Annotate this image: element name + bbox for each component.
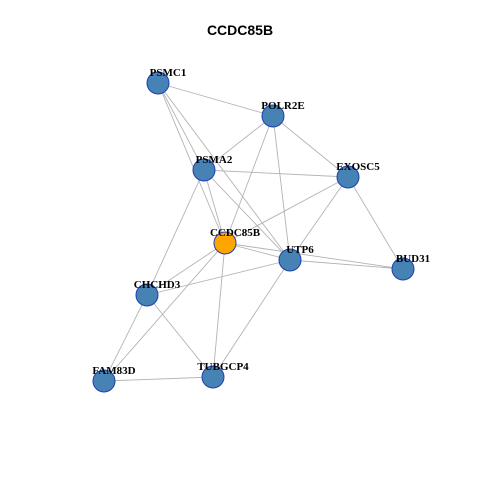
node-bud31[interactable]: BUD31: [391, 253, 430, 281]
edge-exosc5-bud31: [347, 176, 404, 270]
node-circle[interactable]: [201, 365, 225, 389]
edge-utp6-chchd3: [146, 259, 291, 296]
node-circle[interactable]: [336, 165, 360, 189]
node-exosc5[interactable]: EXOSC5: [336, 161, 380, 189]
node-label: PSMA2: [196, 154, 233, 166]
edge-utp6-tubgcp4: [212, 259, 291, 378]
edge-psmc1-psma2: [157, 82, 205, 171]
node-circle[interactable]: [146, 71, 170, 95]
node-circle[interactable]: [135, 283, 159, 307]
node-label: EXOSC5: [336, 161, 380, 173]
node-chchd3[interactable]: CHCHD3: [134, 279, 181, 307]
node-label: BUD31: [396, 253, 430, 265]
node-circle[interactable]: [213, 231, 237, 255]
edge-ccdc85b-tubgcp4: [212, 242, 226, 378]
node-psma2[interactable]: PSMA2: [192, 154, 233, 182]
edge-fam83d-tubgcp4: [103, 376, 214, 382]
edge-polr2e-exosc5: [272, 115, 349, 178]
graph-title: CCDC85B: [206, 22, 274, 38]
edge-psmc1-ccdc85b: [157, 82, 226, 244]
edge-psma2-utp6: [203, 169, 291, 261]
node-psmc1[interactable]: PSMC1: [146, 67, 187, 95]
node-label: FAM83D: [92, 365, 135, 377]
node-label: CCDC85B: [210, 227, 261, 239]
node-label: CHCHD3: [134, 279, 181, 291]
node-circle[interactable]: [391, 257, 415, 281]
node-circle[interactable]: [261, 104, 285, 128]
edge-psma2-exosc5: [203, 169, 349, 178]
edge-polr2e-utp6: [272, 115, 291, 261]
edge-exosc5-ccdc85b: [224, 176, 349, 244]
edge-layer: [103, 82, 404, 382]
edge-chchd3-fam83d: [103, 294, 148, 382]
edge-psmc1-utp6: [157, 82, 291, 261]
edge-utp6-bud31: [289, 259, 404, 270]
node-label: UTP6: [286, 244, 314, 256]
node-circle[interactable]: [192, 158, 216, 182]
edge-ccdc85b-fam83d: [103, 242, 226, 382]
node-polr2e[interactable]: POLR2E: [261, 100, 305, 128]
edge-exosc5-utp6: [289, 176, 349, 261]
node-label: TUBGCP4: [197, 361, 249, 373]
edge-ccdc85b-bud31: [224, 242, 404, 270]
node-circle[interactable]: [92, 369, 116, 393]
edge-polr2e-psma2: [203, 115, 274, 171]
edge-ccdc85b-chchd3: [146, 242, 226, 296]
node-utp6[interactable]: UTP6: [278, 244, 314, 272]
edge-polr2e-ccdc85b: [224, 115, 274, 244]
edge-chchd3-tubgcp4: [146, 294, 214, 378]
node-circle[interactable]: [278, 248, 302, 272]
node-tubgcp4[interactable]: TUBGCP4: [197, 361, 249, 389]
edge-psma2-ccdc85b: [203, 169, 226, 244]
node-ccdc85b[interactable]: CCDC85B: [210, 227, 261, 255]
edge-psma2-chchd3: [146, 169, 205, 296]
edge-psmc1-polr2e: [157, 82, 274, 117]
node-fam83d[interactable]: FAM83D: [92, 365, 136, 393]
node-label: PSMC1: [150, 67, 187, 79]
node-label: POLR2E: [261, 100, 304, 112]
